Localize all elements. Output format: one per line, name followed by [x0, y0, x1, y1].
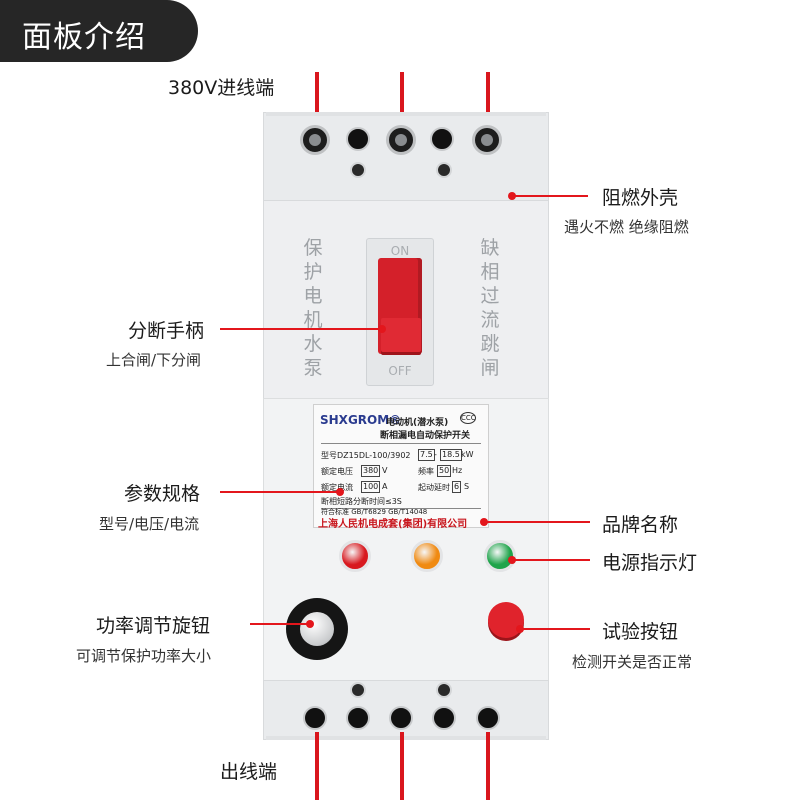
plate-power-max: 18.5 [440, 449, 462, 461]
knob-cap[interactable] [300, 612, 334, 646]
terminal-hole [346, 127, 370, 151]
callout-line [486, 521, 590, 523]
right-vertical-text: 缺相过流跳闸 [480, 237, 500, 379]
callout-dot [480, 518, 488, 526]
plate-model: 型号DZ15DL-100/3902 [321, 451, 411, 460]
output-terminal [346, 706, 370, 730]
plate-freq-unit: Hz [452, 466, 463, 475]
output-terminal-label: 出线端 [220, 761, 278, 783]
output-terminal [476, 706, 500, 730]
output-terminal [389, 706, 413, 730]
plate-voltage-label: 额定电压 [321, 467, 353, 476]
plate-heading-1: 电动机(潜水泵) [386, 418, 449, 428]
shell-desc: 遇火不燃 绝缘阻燃 [564, 218, 689, 236]
terminal-hole [430, 127, 454, 151]
plate-freq-label: 频率 [418, 467, 434, 476]
output-line-2 [400, 732, 404, 800]
section-title: 面板介绍 [22, 20, 146, 55]
screw-icon [350, 162, 366, 178]
knob-label: 功率调节旋钮 [96, 615, 211, 637]
plate-trip-text: 断相短路分断时间≤3S [321, 497, 402, 506]
callout-line [220, 328, 382, 330]
plate-power-min: 7.5 [418, 449, 435, 461]
section-title-tag: 面板介绍 [0, 0, 198, 62]
nameplate [313, 404, 489, 528]
plate-delay-unit: S [464, 482, 470, 491]
output-terminal [303, 706, 327, 730]
plate-brand: SHXGROM® [320, 413, 402, 427]
plate-current-label: 额定电流 [321, 483, 353, 492]
left-vertical-text: 保护电机水泵 [303, 237, 323, 379]
breaker-handle-tab[interactable] [381, 318, 421, 352]
plate-freq: 50 [437, 465, 452, 477]
callout-dot [508, 556, 516, 564]
screw-icon [436, 162, 452, 178]
callout-line [522, 628, 590, 630]
plate-current: 100 [361, 481, 381, 493]
input-terminal [386, 125, 416, 155]
test-label: 试验按钮 [602, 621, 679, 643]
handle-label: 分断手柄 [128, 320, 205, 342]
screw-icon [436, 682, 452, 698]
shell-label: 阻燃外壳 [602, 187, 679, 209]
callout-dot [378, 325, 386, 333]
input-terminal-label: 380V进线端 [168, 77, 275, 99]
callout-line [514, 195, 588, 197]
switch-on-label: ON [390, 244, 410, 258]
callout-dot [336, 488, 344, 496]
plate-dash: - [434, 450, 437, 459]
callout-line [514, 559, 590, 561]
callout-dot [306, 620, 314, 628]
test-desc: 检测开关是否正常 [572, 653, 693, 671]
callout-dot [508, 192, 516, 200]
brand-label: 品牌名称 [602, 514, 679, 536]
indicator-lamp-orange [411, 540, 443, 572]
input-line-1 [315, 72, 319, 126]
device-rib [266, 736, 546, 740]
callout-dot [516, 625, 524, 633]
plate-voltage: 380 [361, 465, 381, 477]
indicator-lamp-green [484, 540, 516, 572]
plate-delay-label: 起动延时 [418, 483, 450, 492]
ccc-icon: CCC [460, 412, 476, 424]
screw-icon [350, 682, 366, 698]
plate-heading-2: 断相漏电自动保护开关 [380, 431, 471, 441]
plate-divider [321, 508, 481, 509]
output-line-1 [315, 732, 319, 800]
switch-off-label: OFF [388, 364, 412, 378]
spec-desc: 型号/电压/电流 [99, 515, 200, 533]
spec-label: 参数规格 [124, 483, 201, 505]
plate-standard: 符合标准 GB/T6829 GB/T14048 [321, 508, 428, 516]
indicator-lamp-red [339, 540, 371, 572]
knob-desc: 可调节保护功率大小 [76, 647, 212, 665]
input-terminal [472, 125, 502, 155]
plate-voltage-unit: V [382, 466, 388, 475]
handle-desc: 上合闸/下分闸 [106, 351, 202, 369]
plate-maker: 上海人民机电成套(集团)有限公司 [318, 519, 468, 530]
output-terminal [432, 706, 456, 730]
output-line-3 [486, 732, 490, 800]
plate-divider [321, 443, 481, 444]
plate-power-unit: kW [461, 450, 474, 459]
plate-delay: 6 [452, 481, 462, 493]
input-line-2 [400, 72, 404, 126]
input-line-3 [486, 72, 490, 126]
plate-current-unit: A [382, 482, 388, 491]
input-terminal [300, 125, 330, 155]
callout-line [220, 491, 340, 493]
callout-line [250, 623, 310, 625]
lamp-label: 电源指示灯 [602, 552, 698, 574]
device-rib [266, 112, 546, 116]
